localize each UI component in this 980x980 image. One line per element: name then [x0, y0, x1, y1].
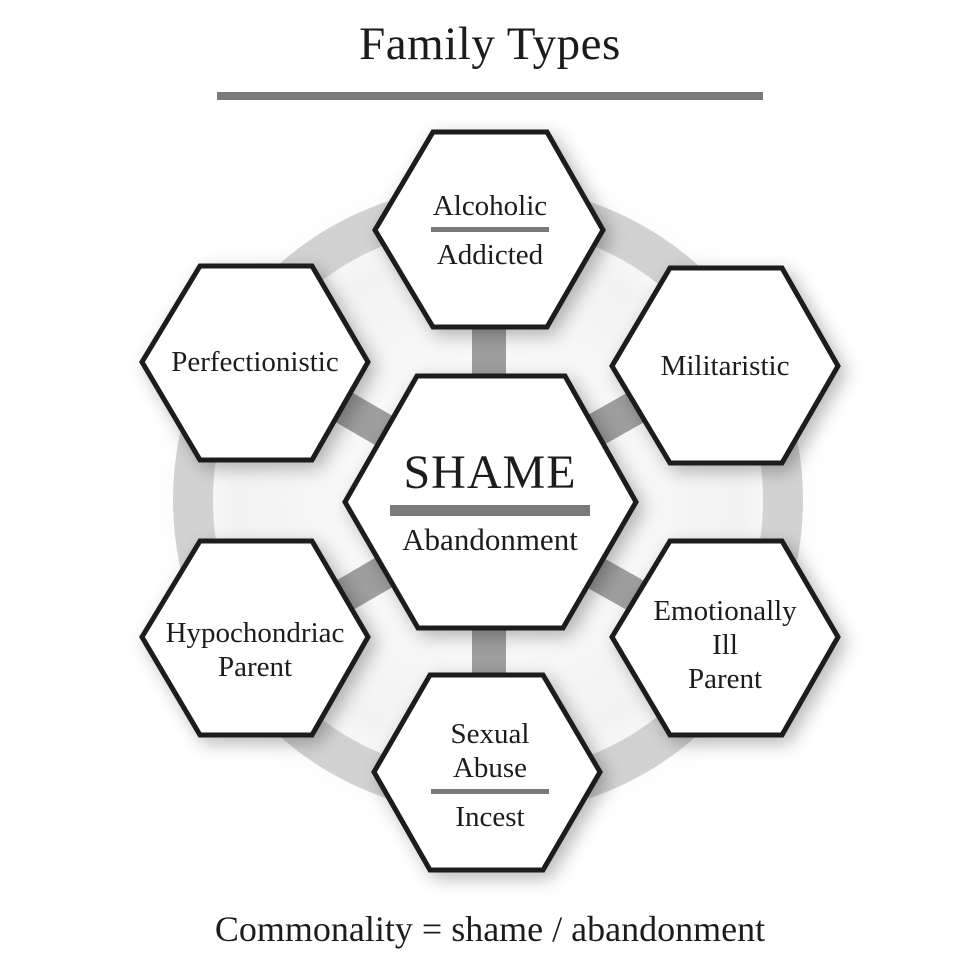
label-center: SHAME Abandonment [365, 440, 615, 565]
hex-hypochondriac [139, 538, 371, 738]
label-hypochondriac: Hypochondriac Parent [142, 616, 368, 683]
label-line: Incest [455, 800, 525, 833]
label-line: Ill [712, 629, 738, 661]
label-perfectionistic: Perfectionistic [142, 340, 368, 384]
label-sexual-abuse: Sexual Abuse Incest [395, 710, 585, 840]
label-divider [431, 226, 549, 232]
center-primary: SHAME [403, 446, 577, 499]
label-divider [431, 788, 549, 794]
diagram-caption: Commonality = shame / abandonment [214, 909, 766, 949]
label-line: Addicted [436, 238, 544, 271]
label-alcoholic: Alcoholic Addicted [395, 180, 585, 280]
diagram-title: Family Types [359, 18, 621, 70]
hex-perfectionistic [139, 263, 371, 463]
label-line: Hypochondriac [165, 617, 345, 649]
hex-militaristic [609, 265, 841, 466]
hex-emotionally-ill [609, 538, 841, 738]
label-line: Militaristic [660, 350, 790, 382]
label-line: Abuse [452, 751, 528, 784]
center-secondary: Abandonment [402, 522, 578, 557]
label-line: Parent [217, 651, 293, 683]
label-line: Perfectionistic [171, 346, 339, 378]
center-divider [390, 505, 590, 516]
label-emotionally-ill: Emotionally Ill Parent [612, 590, 838, 700]
label-militaristic: Militaristic [612, 344, 838, 388]
hex-sexual-abuse [371, 672, 603, 873]
label-line: Sexual [450, 717, 530, 750]
label-line: Emotionally [653, 595, 797, 627]
label-line: Alcoholic [432, 189, 548, 222]
title-divider [217, 92, 763, 100]
hex-center-shame [342, 373, 639, 631]
label-line: Parent [687, 663, 763, 695]
